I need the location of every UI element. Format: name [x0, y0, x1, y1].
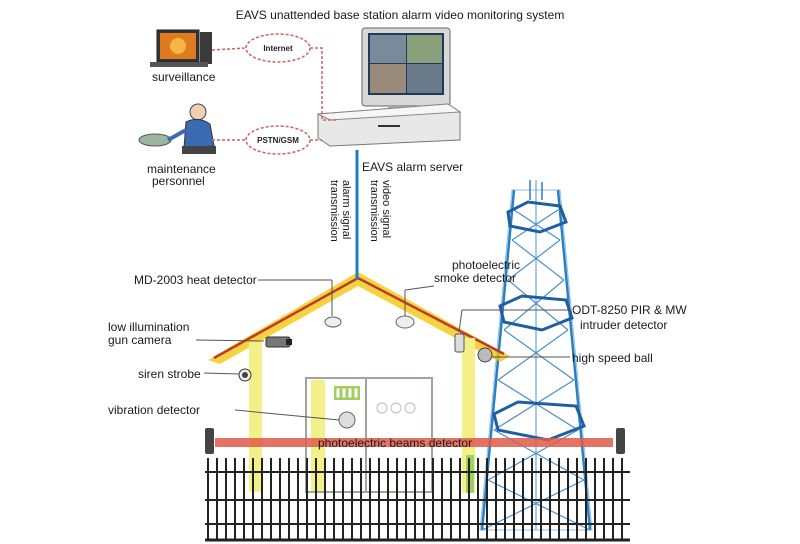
maintenance-label-1: maintenance	[147, 162, 216, 176]
maintenance-person	[138, 103, 216, 154]
video-signal-label: video signal transmission	[368, 180, 392, 242]
fence-posts	[207, 458, 623, 540]
speed-dome-label: high speed ball	[572, 351, 653, 365]
alarm-signal-line-1: alarm signal	[340, 180, 352, 240]
leader-lines	[195, 279, 570, 421]
smoke-detector-label-1: photoelectric	[452, 258, 521, 272]
alarm-signal-label: alarm signal transmission	[328, 180, 352, 242]
svg-text:PSTN/GSM: PSTN/GSM	[257, 136, 299, 145]
heat-detector-device	[324, 316, 342, 328]
surveillance-label: surveillance	[152, 70, 216, 84]
pstn-cloud: PSTN/GSM	[245, 125, 311, 155]
gun-camera-label-1: low illumination	[108, 320, 190, 334]
pir-detector-device	[454, 333, 465, 353]
maintenance-label-2: personnel	[152, 174, 205, 188]
video-signal-line-1: video signal	[380, 180, 392, 239]
speed-dome-device	[477, 347, 493, 363]
surveillance-computer	[150, 29, 212, 67]
smoke-detector-device	[395, 315, 415, 329]
pir-detector-label-1: ODT-8250 PIR & MW	[572, 303, 687, 317]
alarm-signal-line-2: transmission	[328, 180, 340, 242]
internet-cloud: Internet	[245, 33, 311, 63]
gun-camera-device	[265, 336, 292, 348]
siren-strobe-device	[238, 368, 252, 382]
vibration-detector-device	[338, 411, 356, 429]
pir-detector-label-2: intruder detector	[580, 318, 668, 332]
beam-detector	[205, 428, 625, 454]
gun-camera-label-2: gun camera	[108, 333, 172, 347]
svg-text:Internet: Internet	[263, 44, 293, 53]
server-label: EAVS alarm server	[362, 160, 464, 174]
video-signal-line-2: transmission	[368, 180, 380, 242]
siren-strobe-label: siren strobe	[138, 367, 201, 381]
heat-detector-label: MD-2003 heat detector	[134, 273, 257, 287]
vibration-detector-label: vibration detector	[108, 403, 201, 417]
alarm-server	[316, 27, 462, 147]
smoke-detector-label-2: smoke detector	[434, 271, 517, 285]
beam-detector-label: photoelectric beams detector	[318, 436, 473, 450]
diagram-title: EAVS unattended base station alarm video…	[235, 8, 565, 22]
